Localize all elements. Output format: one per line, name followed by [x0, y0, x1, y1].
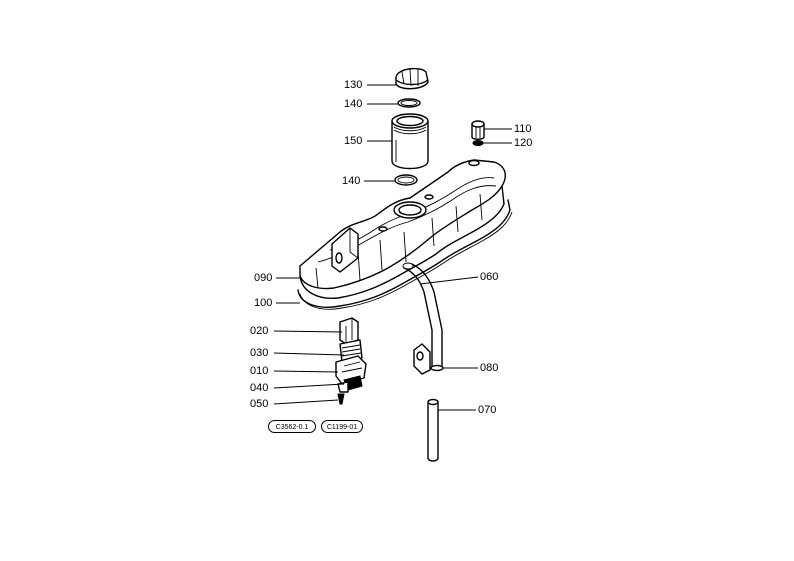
reference-badge-2: C1199-01	[321, 420, 363, 433]
o-ring-upper[interactable]	[397, 98, 421, 108]
label-010: 010	[250, 365, 269, 377]
head-cover-gasket[interactable]	[297, 199, 513, 310]
label-080: 080	[480, 362, 499, 374]
label-150: 150	[344, 135, 363, 147]
label-020: 020	[250, 325, 269, 337]
pipe-clamp[interactable]	[413, 343, 444, 375]
breather-pipe[interactable]	[402, 262, 443, 367]
breather-valve-plate[interactable]	[337, 375, 363, 393]
oil-filler-cap[interactable]	[395, 67, 429, 90]
leader-lines	[273, 84, 512, 411]
sealing-washer[interactable]	[472, 140, 484, 146]
label-140-upper: 140	[344, 98, 363, 110]
breather-hose[interactable]	[427, 398, 439, 462]
cap-nut[interactable]	[471, 120, 485, 140]
label-120: 120	[514, 137, 533, 149]
label-110: 110	[514, 123, 532, 135]
label-140-lower: 140	[342, 175, 361, 187]
label-040: 040	[250, 382, 269, 394]
label-060: 060	[480, 271, 499, 283]
cylinder-head-cover[interactable]	[299, 159, 506, 299]
label-090: 090	[254, 272, 273, 284]
oil-filler-neck[interactable]	[391, 113, 429, 170]
breather-valve-screw[interactable]	[337, 393, 345, 405]
label-030: 030	[250, 347, 269, 359]
label-070: 070	[478, 404, 497, 416]
o-ring-lower[interactable]	[394, 174, 418, 186]
reference-badge-1: C3562-0.1	[268, 420, 316, 433]
label-050: 050	[250, 398, 269, 410]
label-100: 100	[254, 297, 273, 309]
label-130: 130	[344, 79, 363, 91]
breather-valve-cover[interactable]	[339, 317, 359, 345]
